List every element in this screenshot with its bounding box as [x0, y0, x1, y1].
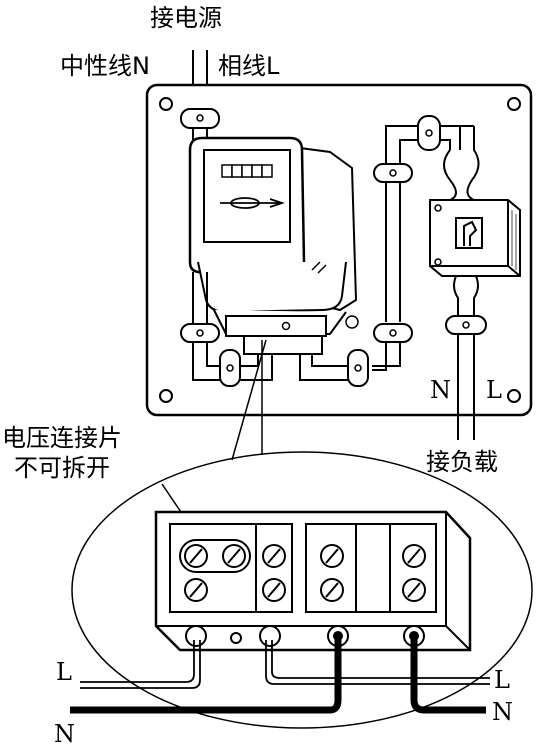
- terminal-callout-oval: [71, 451, 533, 729]
- neutral-line-wires: [70, 638, 486, 714]
- board-screw-hole: [507, 389, 521, 403]
- terminal-screws: [184, 544, 426, 602]
- meter-register: [221, 164, 273, 178]
- power-source-label: 接电源: [150, 4, 222, 32]
- wire-clamp: [347, 349, 369, 387]
- load-phase-label: L: [486, 376, 502, 404]
- board-screw-hole: [507, 97, 521, 111]
- wire-clamp: [373, 163, 413, 183]
- energy-meter: [188, 136, 359, 355]
- bottom-phase-right-label: L: [494, 666, 510, 694]
- load-neutral-label: N: [430, 376, 451, 404]
- wire-clamp: [180, 323, 220, 343]
- phase-wire-label: 相线L: [218, 52, 280, 80]
- board-screw-hole: [159, 97, 173, 111]
- board-screw-hole: [159, 389, 173, 403]
- voltage-strip-note: 不可拆开: [14, 454, 110, 482]
- wire-clamp: [180, 108, 220, 129]
- callout-pointer: [231, 339, 267, 461]
- wire-clamp: [445, 315, 487, 335]
- meter-disc: [220, 197, 285, 209]
- voltage-strip-label: 电压连接片: [2, 424, 122, 452]
- phase-line-wires: [80, 640, 490, 689]
- wire-clamp: [373, 323, 413, 343]
- bottom-neutral-left-label: N: [54, 720, 75, 748]
- bottom-phase-left-label: L: [56, 658, 72, 686]
- neutral-wire-label: 中性线N: [60, 52, 150, 80]
- knife-switch: [429, 199, 521, 277]
- wire-clamp: [417, 115, 441, 151]
- load-label: 接负载: [426, 448, 498, 476]
- wire-clamp: [219, 349, 241, 387]
- bottom-neutral-right-label: N: [492, 698, 513, 726]
- meter-window: [203, 149, 291, 243]
